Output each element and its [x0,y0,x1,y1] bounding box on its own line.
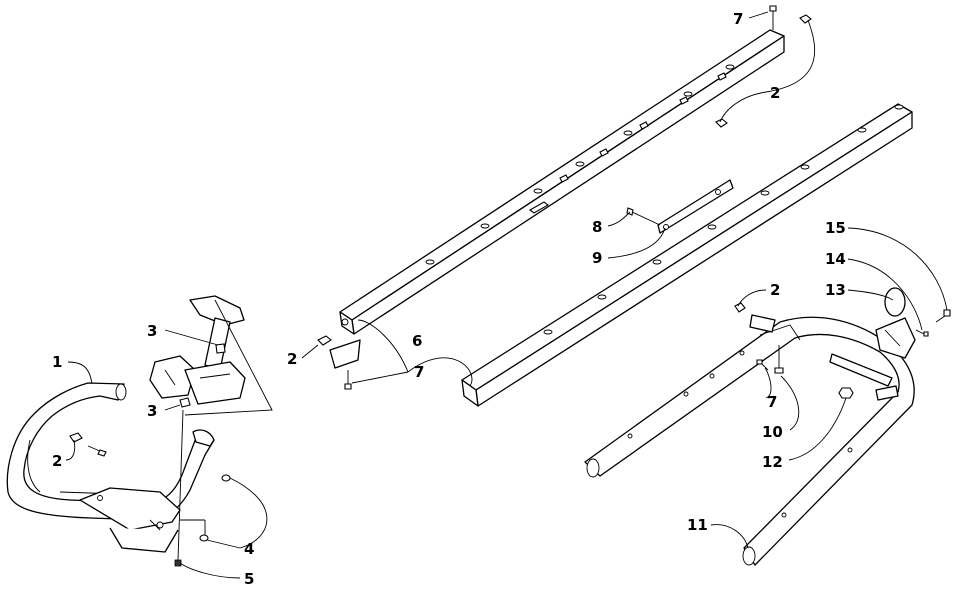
callout-3-lower: 3 [147,402,157,420]
callout-14: 14 [825,250,846,268]
callout-5: 5 [244,570,254,588]
callout-6: 6 [412,332,422,350]
callout-7-top: 7 [733,10,743,28]
callout-7-frame: 7 [767,393,777,411]
hitch-assembly [875,287,951,359]
callout-4: 4 [244,540,254,558]
callout-10: 10 [762,423,783,441]
callout-2-rail-front: 2 [287,350,297,368]
upper-long-rail [317,5,812,390]
callout-9: 9 [592,249,602,267]
leader-lines [65,11,948,579]
callout-labels: 1 2 2 2 2 3 3 4 5 6 7 7 7 8 9 10 11 12 1… [52,10,846,588]
callout-12: 12 [762,453,783,471]
callout-2-rail-rear: 2 [770,84,780,102]
callout-2-bumper: 2 [52,452,62,470]
callout-11: 11 [687,516,708,534]
front-bumper [6,382,215,553]
callout-13: 13 [825,281,846,299]
callout-1: 1 [52,353,62,371]
callout-8: 8 [592,218,602,236]
callout-3-upper: 3 [147,322,157,340]
rear-u-frame [584,302,915,566]
steering-post-assembly [149,295,273,567]
callout-7-rail: 7 [414,363,424,381]
lower-long-rail [461,103,913,407]
callout-2-frame: 2 [770,281,780,299]
callout-15: 15 [825,219,846,237]
